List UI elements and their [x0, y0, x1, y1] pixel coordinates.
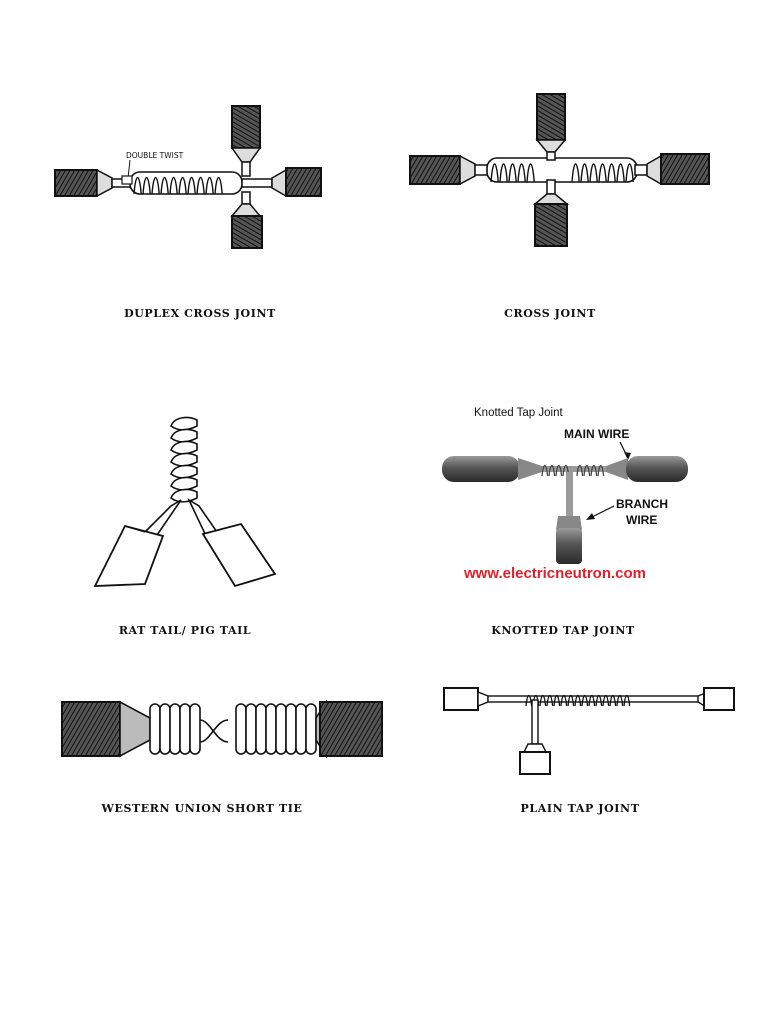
coil-turn	[187, 176, 196, 195]
cross-joint-caption: CROSS JOINT	[504, 307, 596, 320]
coil-turn	[595, 694, 603, 707]
braid-twist	[170, 476, 198, 491]
braid-twist	[170, 452, 198, 467]
coil-turn	[598, 163, 607, 183]
coil-turn	[149, 703, 161, 755]
coil-turn	[159, 703, 171, 755]
coil-turn	[625, 163, 634, 183]
coil-turn	[548, 464, 556, 477]
coil-turn	[541, 464, 549, 477]
knotted-tap-joint-diagram: Knotted Tap Joint MAIN WIRE BRANCH WIRE …	[442, 407, 688, 582]
coil-turn	[539, 694, 547, 707]
western-union-short-tie-diagram	[61, 699, 383, 759]
coil-turn	[160, 176, 169, 195]
braid-twist	[170, 416, 198, 431]
coil-turn	[169, 176, 178, 195]
coil-turn	[205, 176, 214, 195]
coil-turn	[508, 163, 517, 183]
rat-tail-pig-tail-caption: RAT TAIL/ PIG TAIL	[118, 624, 252, 637]
coil-turn	[295, 703, 307, 755]
coil-turn	[525, 694, 533, 707]
duplex-cross-joint-caption: DUPLEX CROSS JOINT	[124, 307, 276, 320]
branch-wire-label-line2: WIRE	[626, 513, 657, 527]
coil-turn	[245, 703, 257, 755]
coil-turn	[265, 703, 277, 755]
cross-joint-diagram	[409, 93, 710, 247]
coil-turn	[142, 176, 151, 195]
coil-turn	[196, 176, 205, 195]
coil-turn	[178, 176, 187, 195]
coil-turn	[623, 694, 631, 707]
coil-turn	[602, 694, 610, 707]
coil-turn	[581, 694, 589, 707]
coil-turn	[589, 163, 598, 183]
coil-turn	[255, 703, 267, 755]
plain-tap-joint-diagram	[443, 687, 735, 775]
source-url: www.electricneutron.com	[463, 565, 646, 582]
coil-turn	[499, 163, 508, 183]
coil-turn	[597, 464, 605, 477]
coil-turn	[546, 694, 554, 707]
braid-twist	[170, 440, 198, 455]
main-wire-label: MAIN WIRE	[564, 427, 629, 441]
coil-turn	[609, 694, 617, 707]
knotted-tap-joint-title: Knotted Tap Joint	[474, 407, 563, 419]
coil-turn	[151, 176, 160, 195]
coil-turn	[553, 694, 561, 707]
coil-turn	[576, 464, 584, 477]
knotted-tap-joint-caption: KNOTTED TAP JOINT	[491, 624, 635, 637]
coil-turn	[189, 703, 201, 755]
coil-turn	[567, 694, 575, 707]
coil-turn	[490, 163, 499, 183]
coil-turn	[169, 703, 181, 755]
western-union-short-tie-caption: WESTERN UNION SHORT TIE	[101, 802, 303, 815]
coil-turn	[275, 703, 287, 755]
rat-tail-pig-tail-diagram	[93, 416, 277, 588]
coil-turn	[583, 464, 591, 477]
coil-turn	[179, 703, 191, 755]
coil-turn	[616, 694, 624, 707]
coil-turn	[580, 163, 589, 183]
coil-turn	[285, 703, 297, 755]
coil-turn	[607, 163, 616, 183]
braid-twist	[170, 488, 198, 503]
coil-turn	[588, 694, 596, 707]
coil-turn	[133, 176, 142, 195]
coil-turn	[235, 703, 247, 755]
duplex-cross-joint-diagram: DOUBLE TWIST	[54, 105, 322, 249]
coil-turn	[305, 703, 317, 755]
coil-turn	[571, 163, 580, 183]
branch-wire-label-line1: BRANCH	[616, 497, 668, 511]
coil-turn	[616, 163, 625, 183]
coil-turn	[517, 163, 526, 183]
coil-turn	[560, 694, 568, 707]
double-twist-label: DOUBLE TWIST	[126, 151, 184, 160]
coil-turn	[574, 694, 582, 707]
coil-turn	[590, 464, 598, 477]
braid-twist	[170, 428, 198, 443]
braid-twist	[170, 464, 198, 479]
coil-turn	[526, 163, 535, 183]
coil-turn	[555, 464, 563, 477]
coil-turn	[214, 176, 223, 195]
plain-tap-joint-caption: PLAIN TAP JOINT	[520, 802, 640, 815]
